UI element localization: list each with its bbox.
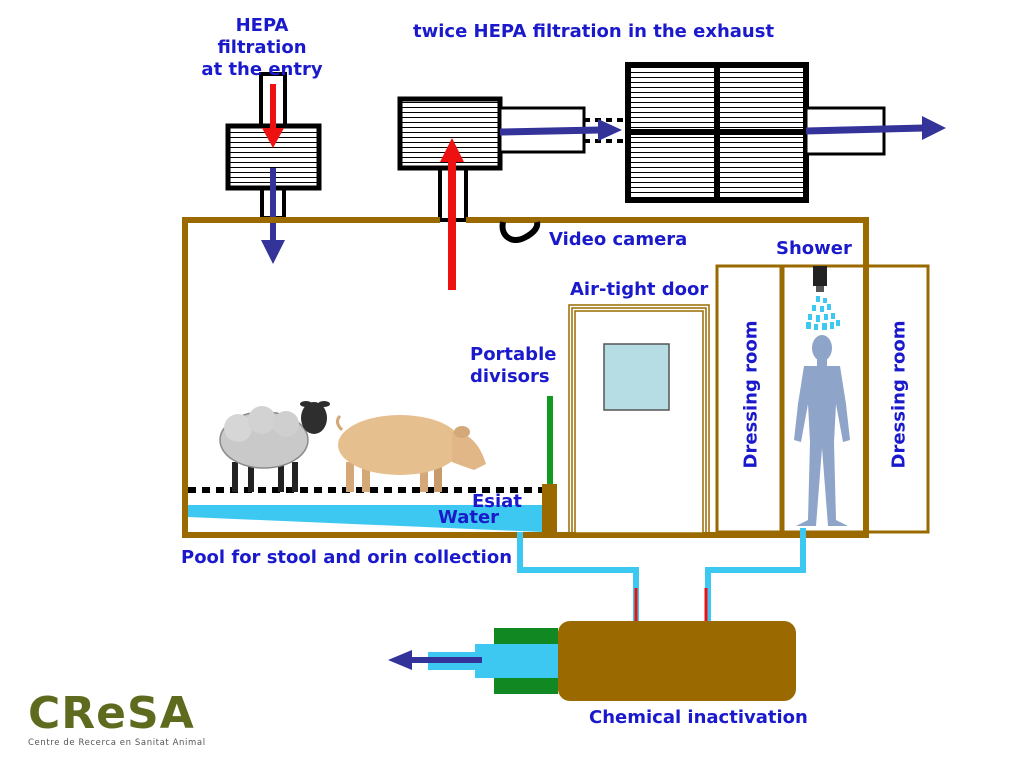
- cresa-logo: CReSA Centre de Recerca en Sanitat Anima…: [28, 690, 228, 754]
- chemical-inactivation-label: Chemical inactivation: [589, 707, 808, 728]
- exhaust-duct-dotted: [584, 118, 628, 143]
- pool-label: Pool for stool and orin collection: [181, 547, 513, 568]
- portable-divisors-line1: Portable: [470, 344, 557, 365]
- entry-air-arrow-red: [262, 84, 284, 148]
- shower-head-icon: [806, 266, 840, 330]
- person-icon: [794, 335, 850, 526]
- hepa-entry-label: HEPA filtration at the entry: [188, 15, 336, 81]
- air-tight-door-label: Air-tight door: [570, 279, 709, 300]
- cresa-logo-subtitle: Centre de Recerca en Sanitat Animal: [28, 738, 206, 748]
- sheep-icon: [219, 401, 330, 492]
- dressing-room-1-label: Dressing room: [740, 320, 762, 469]
- air-tight-door: [568, 304, 710, 534]
- portable-divisor: [542, 396, 557, 532]
- hepa-entry-label-line2: at the entry: [201, 59, 323, 80]
- shower-label: Shower: [776, 238, 852, 259]
- dressing-room-2-label: Dressing room: [888, 320, 910, 469]
- exhaust-hepa-filter-1: [397, 96, 586, 222]
- exhaust-air-arrow-red: [440, 138, 464, 290]
- inactivation-tank: [540, 621, 796, 701]
- hepa-entry-label-line1: HEPA filtration: [217, 15, 307, 58]
- pig-icon: [335, 414, 486, 492]
- room-walls: [182, 217, 930, 538]
- video-camera-label: Video camera: [549, 229, 688, 250]
- exhaust-air-arrow-blue-2: [805, 116, 946, 140]
- portable-divisors-line2: divisors: [470, 366, 550, 387]
- collection-pool: [188, 505, 542, 532]
- portable-divisors-label: Portable divisors: [470, 344, 556, 388]
- cresa-logo-wordmark: CReSA: [28, 688, 195, 739]
- entry-air-arrow-blue: [261, 168, 285, 264]
- outlet-arrow-blue: [388, 650, 482, 670]
- hepa-exhaust-label: twice HEPA filtration in the exhaust: [413, 21, 775, 42]
- drain-pipes: [517, 528, 806, 624]
- video-camera-icon: [499, 221, 541, 243]
- esiat-label: Esiat: [472, 491, 522, 512]
- water-label: Water: [438, 507, 500, 528]
- outlet-valve: [428, 628, 558, 694]
- exhaust-air-arrow-blue-1: [499, 119, 622, 141]
